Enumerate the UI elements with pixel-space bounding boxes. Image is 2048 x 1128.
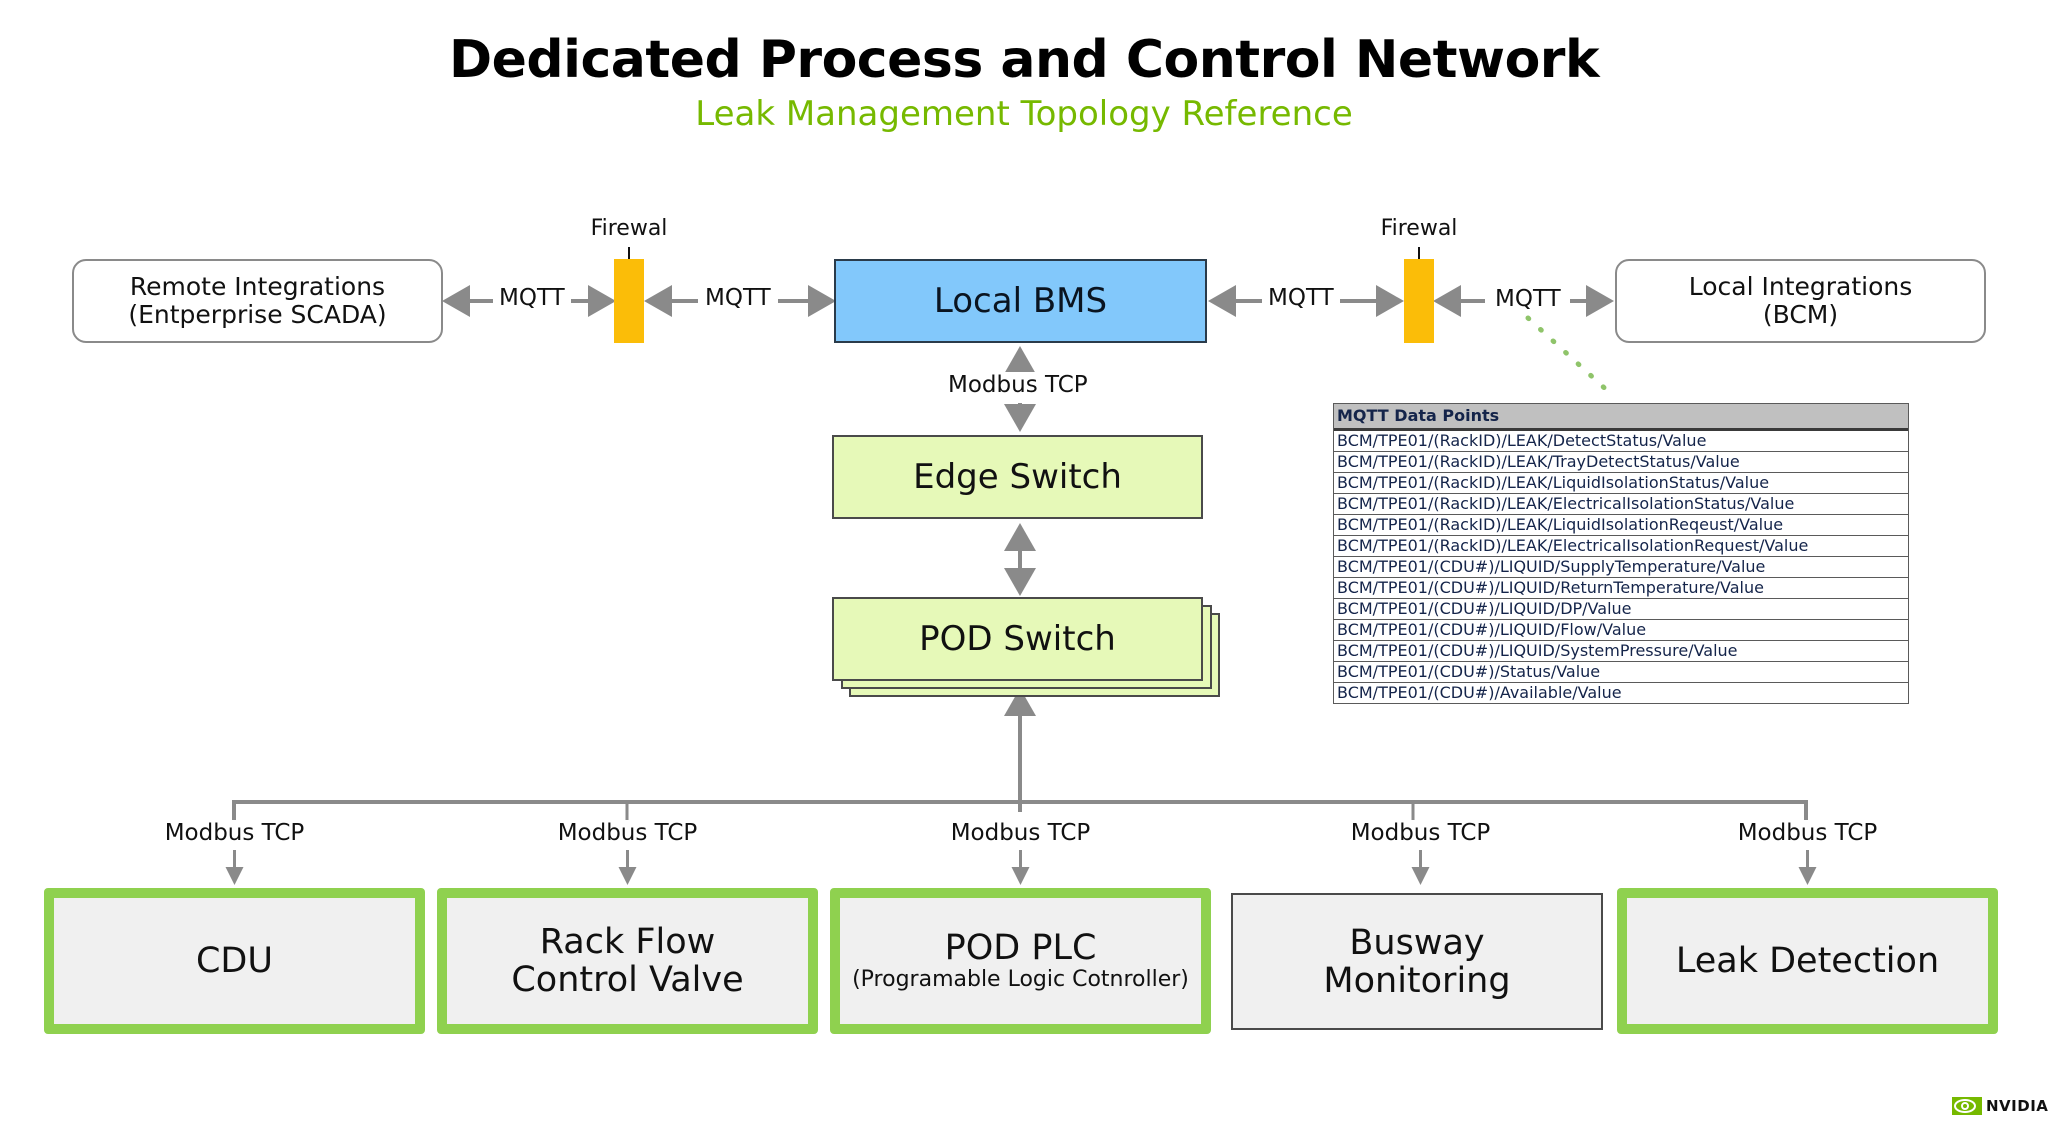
device-label: Monitoring (1323, 960, 1511, 1001)
mqtt-table-row: BCM/TPE01/(RackID)/LEAK/DetectStatus/Val… (1334, 431, 1908, 452)
pod-switch-box[interactable]: POD Switch (832, 597, 1203, 681)
device-sublabel: (Programable Logic Cotnroller) (852, 967, 1189, 992)
mqtt-table-header: MQTT Data Points (1334, 404, 1908, 431)
local-integrations-line1: Local Integrations (1688, 272, 1913, 301)
remote-integrations-box[interactable]: Remote Integrations (Entperprise SCADA) (72, 259, 443, 343)
modbus-tcp-label: Modbus TCP (154, 820, 315, 846)
mqtt-label: MQTT (1262, 285, 1340, 311)
nvidia-logo-text: NVIDIA (1986, 1097, 2048, 1115)
modbus-tcp-label: Modbus TCP (940, 820, 1101, 846)
device-label: CDU (195, 941, 273, 981)
device-label: Control Valve (511, 960, 744, 1000)
edge-switch-box[interactable]: Edge Switch (832, 435, 1203, 519)
local-bms-box[interactable]: Local BMS (834, 259, 1207, 343)
device-drops (225, 850, 1817, 885)
mqtt-label: MQTT (1489, 286, 1567, 312)
device-label: Busway (1349, 922, 1485, 963)
device-label: Leak Detection (1675, 941, 1940, 981)
device-label: POD PLC (944, 928, 1097, 968)
mqtt-table-row: BCM/TPE01/(RackID)/LEAK/LiquidIsolationR… (1334, 515, 1908, 536)
local-bms-label: Local BMS (933, 281, 1108, 321)
nvidia-eye-icon (1952, 1097, 1982, 1115)
page-title: Dedicated Process and Control Network (448, 30, 1600, 90)
mqtt-table-row: BCM/TPE01/(CDU#)/Available/Value (1337, 683, 1622, 702)
device-leak-detection[interactable]: Leak Detection (1617, 888, 1998, 1034)
mqtt-table-row: BCM/TPE01/(RackID)/LEAK/TrayDetectStatus… (1334, 452, 1908, 473)
mqtt-table-row: BCM/TPE01/(RackID)/LEAK/ElectricalIsolat… (1334, 536, 1908, 557)
device-bus (232, 800, 1808, 828)
mqtt-table-row: BCM/TPE01/(CDU#)/LIQUID/Flow/Value (1334, 620, 1908, 641)
device-cdu[interactable]: CDU (44, 888, 425, 1034)
device-pod-plc[interactable]: POD PLC(Programable Logic Cotnroller) (830, 888, 1211, 1034)
modbus-tcp-label: Modbus TCP (1340, 820, 1501, 846)
mqtt-table-row: BCM/TPE01/(CDU#)/LIQUID/ReturnTemperatur… (1334, 578, 1908, 599)
mqtt-label: MQTT (493, 285, 571, 311)
mqtt-callout-dots (1525, 315, 1614, 397)
local-integrations-line2: (BCM) (1762, 300, 1839, 329)
firewall-left[interactable] (614, 259, 644, 343)
nvidia-logo: NVIDIA (1952, 1097, 2048, 1115)
mqtt-table-row: BCM/TPE01/(CDU#)/LIQUID/SupplyTemperatur… (1334, 557, 1908, 578)
mqtt-table-row: BCM/TPE01/(CDU#)/Status/Value (1334, 662, 1908, 683)
mqtt-table-row: BCM/TPE01/(RackID)/LEAK/LiquidIsolationS… (1334, 473, 1908, 494)
modbus-tcp-label: Modbus TCP (547, 820, 708, 846)
remote-integrations-line2: (Entperprise SCADA) (128, 300, 387, 329)
remote-integrations-line1: Remote Integrations (129, 272, 386, 301)
firewall-right[interactable] (1404, 259, 1434, 343)
modbus-tcp-label: Modbus TCP (942, 372, 1094, 398)
page-subtitle: Leak Management Topology Reference (695, 94, 1353, 134)
local-integrations-box[interactable]: Local Integrations (BCM) (1615, 259, 1986, 343)
mqtt-table-row: BCM/TPE01/(CDU#)/LIQUID/SystemPressure/V… (1334, 641, 1908, 662)
mqtt-table-row: BCM/TPE01/(CDU#)/LIQUID/DP/Value (1334, 599, 1908, 620)
device-label: Rack Flow (539, 922, 716, 962)
mqtt-table-row: BCM/TPE01/(RackID)/LEAK/ElectricalIsolat… (1334, 494, 1908, 515)
mqtt-label: MQTT (699, 285, 777, 311)
mqtt-data-points-table: MQTT Data Points BCM/TPE01/(RackID)/LEAK… (1333, 403, 1909, 704)
pod-switch-label: POD Switch (919, 619, 1116, 659)
modbus-tcp-label: Modbus TCP (1727, 820, 1888, 846)
edge-switch-label: Edge Switch (913, 457, 1122, 497)
firewall-right-label: Firewal (1380, 216, 1458, 241)
firewall-left-label: Firewal (590, 216, 668, 241)
